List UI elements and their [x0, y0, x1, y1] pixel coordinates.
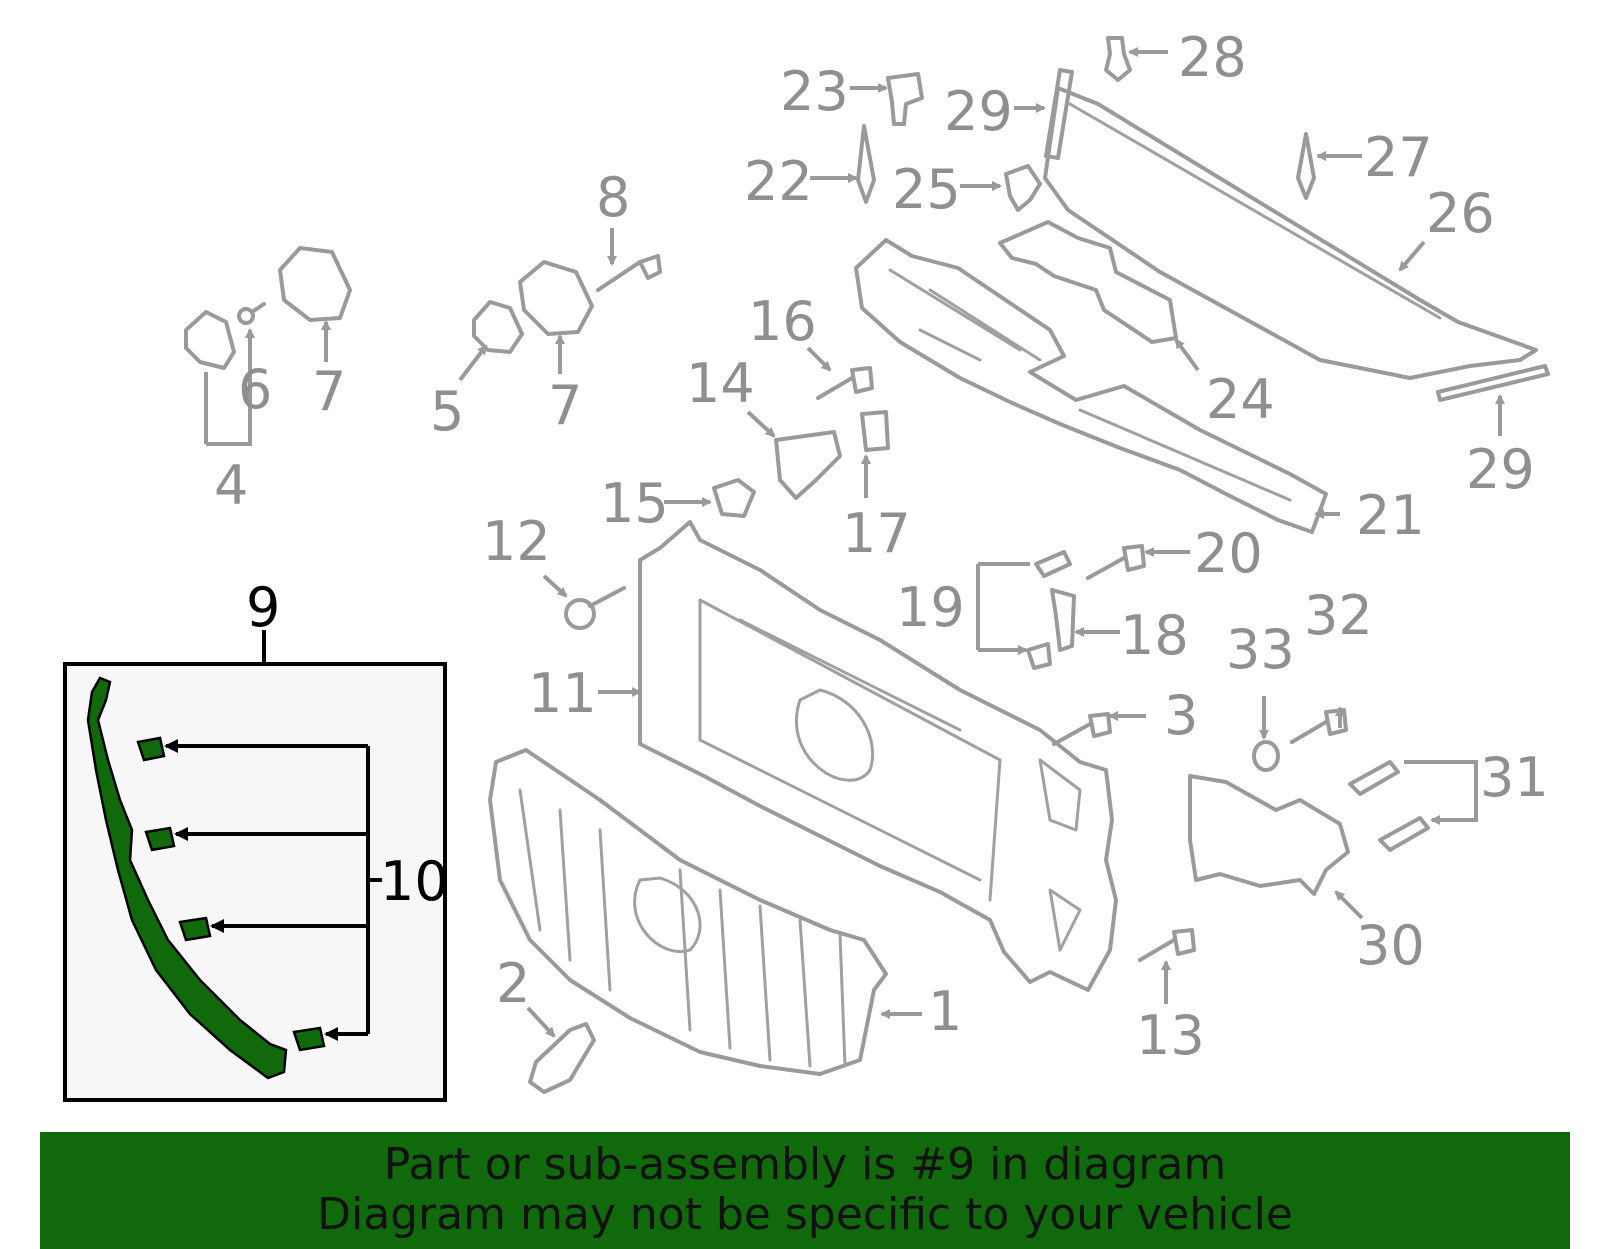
callout-11: 11 — [528, 662, 597, 725]
callout-1: 1 — [928, 980, 962, 1043]
callout-28: 28 — [1178, 26, 1247, 89]
part-2-bracket — [528, 1022, 596, 1094]
callout-4: 4 — [214, 454, 248, 517]
banner-line-1: Part or sub-assembly is #9 in diagram — [383, 1139, 1227, 1190]
leader-lines — [204, 47, 1505, 1038]
callout-17: 17 — [842, 502, 911, 565]
callout-33: 33 — [1226, 618, 1295, 681]
callout-12: 12 — [482, 510, 551, 573]
callout-22: 22 — [744, 150, 813, 213]
callout-labels: 1 2 3 4 5 6 7 7 8 9 10 11 12 13 14 15 16… — [214, 26, 1549, 1067]
callout-10: 10 — [380, 850, 449, 913]
callout-21: 21 — [1356, 484, 1425, 547]
callout-3: 3 — [1164, 684, 1198, 747]
callout-23: 23 — [780, 60, 849, 123]
callout-29b: 29 — [1466, 438, 1535, 501]
callout-32: 32 — [1304, 584, 1373, 647]
inset-part-9 — [63, 630, 447, 1102]
part-21-upper-support — [854, 238, 1328, 534]
callout-2: 2 — [496, 952, 530, 1015]
part-11-radiator-support — [638, 520, 1118, 992]
banner-line-2: Diagram may not be specific to your vehi… — [317, 1189, 1293, 1240]
part-9-grille-molding — [86, 676, 288, 1080]
callout-14: 14 — [686, 352, 755, 415]
callout-15: 15 — [600, 472, 669, 535]
part-26-upper-panel — [1043, 86, 1538, 380]
callout-18: 18 — [1120, 604, 1189, 667]
callout-29a: 29 — [944, 80, 1013, 143]
callout-31: 31 — [1480, 746, 1549, 809]
callout-19: 19 — [896, 576, 965, 639]
callout-24: 24 — [1206, 368, 1275, 431]
part-24-deflector — [998, 220, 1178, 344]
callout-20: 20 — [1194, 522, 1263, 585]
fasteners — [184, 36, 1430, 962]
part-29-seal-strip-left — [1044, 68, 1074, 160]
callout-13: 13 — [1136, 1004, 1205, 1067]
callout-7a: 7 — [312, 360, 346, 423]
callout-25: 25 — [892, 158, 961, 221]
callout-8: 8 — [596, 166, 630, 229]
callout-6: 6 — [238, 358, 272, 421]
info-banner: Part or sub-assembly is #9 in diagram Di… — [40, 1132, 1570, 1249]
callout-30: 30 — [1356, 914, 1425, 977]
callout-5: 5 — [430, 380, 464, 443]
callout-16: 16 — [748, 290, 817, 353]
callout-9: 9 — [246, 576, 280, 639]
callout-27: 27 — [1364, 126, 1433, 189]
callout-7b: 7 — [548, 374, 582, 437]
callout-26: 26 — [1426, 182, 1495, 245]
part-1-grille — [488, 748, 888, 1076]
part-29-seal-strip-right — [1436, 364, 1550, 402]
